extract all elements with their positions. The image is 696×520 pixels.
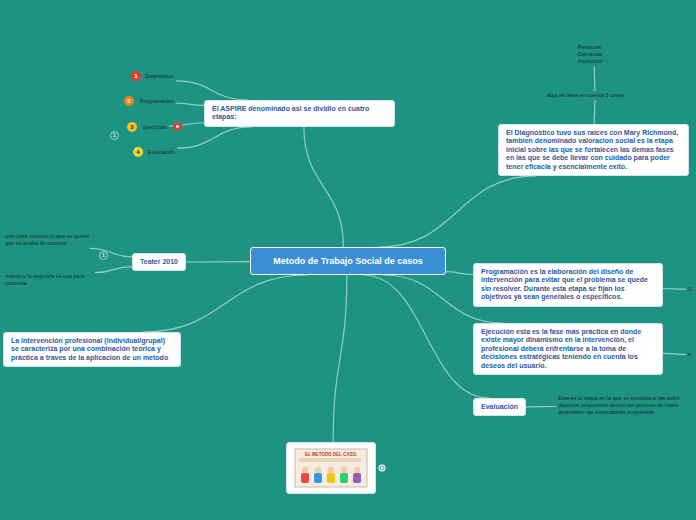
node-text: Ejecución [143,124,167,131]
topic-box: El Diagnóstico tuvo sus raices con Mary … [498,124,689,176]
connector [663,353,686,354]
connector [333,275,347,442]
central-topic: Metodo de Trabajo Social de casos [250,247,446,275]
connector [95,267,132,273]
topic-box: Ejecución esta es la fase más práctica e… [473,323,663,375]
connector [176,81,249,100]
link-icon [379,465,386,472]
subtopic-text: ción para conocer lo que se quiere que s… [3,232,95,248]
node-text: Ejecución esta es la fase más práctica e… [481,328,655,370]
connector [304,127,344,247]
node-text: Teater 2010 [140,258,178,266]
subtopic-text: Esta es la etapa en la que se constata s… [556,394,690,417]
subtopic-text: Ejecución [141,123,169,132]
node-text: ción para conocer lo que se quiere que s… [5,233,93,247]
subtopic-text: aqui se tiene en cuenta 3 cosas : [545,91,645,100]
node-text: Evaluación [148,149,175,156]
subtopic-text: Personas Demanda Institución [576,43,612,66]
node-text: Programación es la elaboración del diseñ… [481,268,655,302]
connector [363,275,490,398]
node-text: Programación [140,98,174,105]
node-text: Personas Demanda Institución [578,44,610,65]
node-text: Metodo de Trabajo Social de casos [261,256,435,266]
topic-box: Programación es la elaboración del diseñ… [473,263,663,307]
topic-box: Evaluación [473,398,526,416]
connector [446,272,473,275]
connector [177,127,252,148]
subtopic-text: Programación [138,97,176,106]
image-node: EL METODO DEL CASO. [286,442,376,494]
callout-number: 4 [133,147,143,157]
connector [594,100,596,124]
callout-number: 1 [131,71,141,81]
node-text: Diagnóstico [145,73,174,80]
connector [176,103,204,105]
callout-number: 2 [124,96,134,106]
node-text: EL METODO DEL CASO. [305,452,357,457]
node-text: aqui se tiene en cuenta 3 cosas : [547,92,643,99]
subtopic-text: miento y la segunda se usa para concreta… [3,272,95,288]
connector [526,406,556,408]
subtopic-text: S [686,285,694,294]
connector [663,288,686,290]
collapse-counter: 1 [99,251,108,260]
connector [594,66,596,91]
node-text: e [688,351,691,358]
flag-icon [173,123,182,130]
topic-box: Teater 2010 [132,253,186,271]
callout-number: 3 [127,122,137,132]
subtopic-text: Diagnóstico [143,72,176,81]
node-text: S [688,286,692,293]
node-text: Evaluación [481,403,518,411]
collapse-counter: 1 [110,131,119,140]
connector [186,261,250,263]
connector [379,176,536,247]
topic-box: La intervención profesional (individual/… [3,332,181,367]
connector [143,275,308,332]
subtopic-text: e [686,350,693,359]
topic-box: El ASPIRE denominado asi se dividio en c… [204,100,395,127]
node-text: La intervención profesional (individual/… [11,337,173,362]
illustration [287,443,375,493]
connector [90,248,132,257]
node-text: Esta es la etapa en la que se constata s… [558,395,688,416]
subtopic-text: Evaluación [146,148,177,157]
node-text: El ASPIRE denominado asi se dividio en c… [212,105,387,122]
node-text: El Diagnóstico tuvo sus raices con Mary … [506,129,681,171]
node-text: miento y la segunda se usa para concreta… [5,273,93,287]
